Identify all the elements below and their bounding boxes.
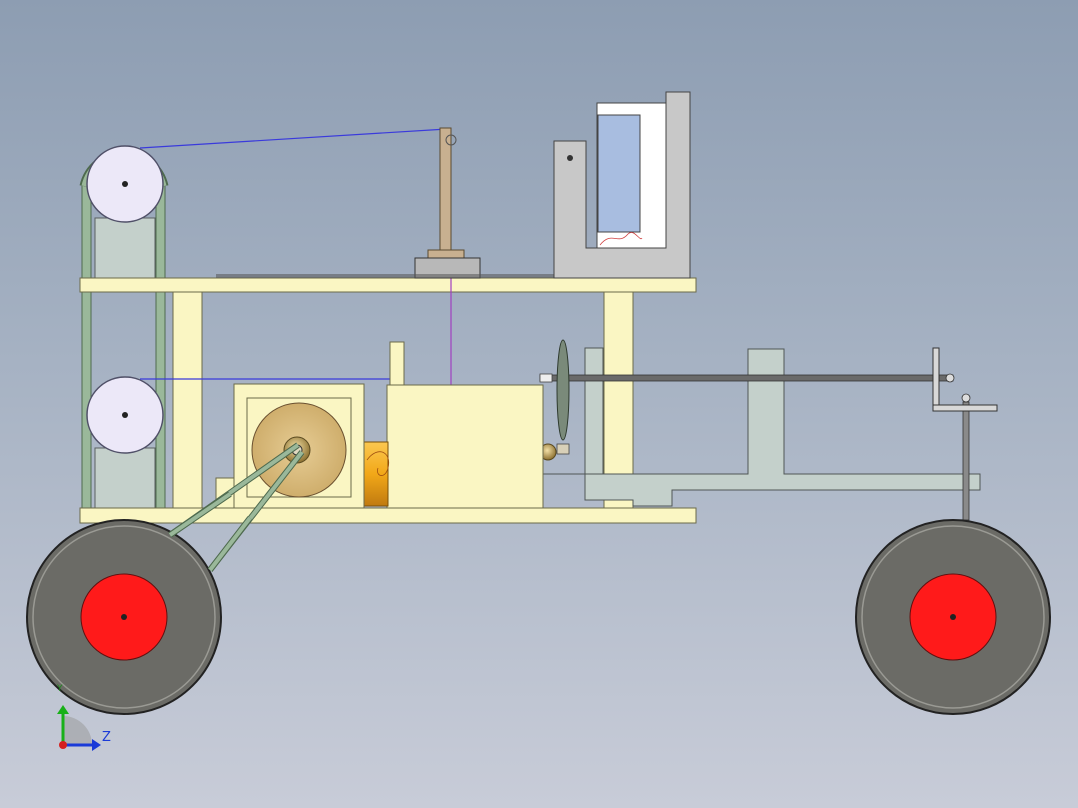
shaft-pulley [556, 339, 570, 441]
mast-top-pulley [445, 134, 457, 146]
clamp-bracket [553, 91, 691, 279]
shaft-end [945, 373, 955, 383]
deck-thin-plate [216, 274, 556, 278]
rear-wheel-rim-line [32, 525, 216, 709]
steering-rail [541, 348, 981, 507]
mast-assembly [216, 127, 556, 279]
frame-post-left [172, 291, 203, 509]
clamp-blue-panel [597, 114, 641, 233]
steering-vertical-rod [962, 401, 970, 521]
pulley-tower-block-top [94, 217, 156, 279]
clamp-spring-wire [599, 232, 643, 246]
triad-y-arrow [57, 705, 69, 714]
upper-pulley-axle [122, 181, 128, 187]
clamp-pivot [567, 155, 573, 161]
triad-y-label: Y [57, 684, 63, 694]
gearbox-block [386, 384, 544, 509]
shaft-end-cap [539, 373, 553, 383]
steering-assembly [539, 339, 998, 521]
top-string [139, 128, 448, 149]
triad-x-axis [59, 741, 67, 749]
rear-wheel [26, 519, 222, 715]
drive-belt-overlay-upper-inner [168, 492, 232, 537]
pulley-tower-block-bottom [94, 447, 156, 509]
mast-rod [439, 127, 452, 253]
front-wheel-axle [950, 614, 956, 620]
pulley-tower [79, 145, 169, 511]
vertical-belt-right [155, 184, 166, 511]
bearing-plate [584, 347, 604, 475]
horizontal-gear-rack [932, 404, 998, 412]
vertical-gear-rack [932, 347, 940, 411]
triad-z-arrow [92, 739, 101, 751]
motor-housing [233, 341, 544, 509]
drive-belt-overlay-lower-inner [208, 516, 252, 572]
triad-z-label: Z [102, 730, 111, 745]
drive-belt-overlay [168, 491, 253, 572]
motor-body [361, 441, 389, 507]
triad-arc [63, 716, 92, 745]
shaft-pulley-hub [556, 443, 570, 455]
lower-deck [79, 507, 697, 524]
front-wheel-rim-line [861, 525, 1045, 709]
gear-pin [961, 393, 971, 403]
mast-collar [427, 249, 465, 259]
vertical-belt-left [81, 184, 92, 511]
rear-wheel-axle [121, 614, 127, 620]
lower-pulley-axle [122, 412, 128, 418]
coordinate-triad-icon [57, 705, 101, 751]
motor-wire [366, 451, 390, 476]
upper-deck [79, 277, 697, 293]
steering-shaft [539, 374, 954, 382]
gearbox-tab [389, 341, 405, 386]
strings [139, 128, 452, 385]
frame-post-right [603, 291, 634, 509]
front-wheel [855, 519, 1051, 715]
clamp-body [553, 91, 691, 279]
